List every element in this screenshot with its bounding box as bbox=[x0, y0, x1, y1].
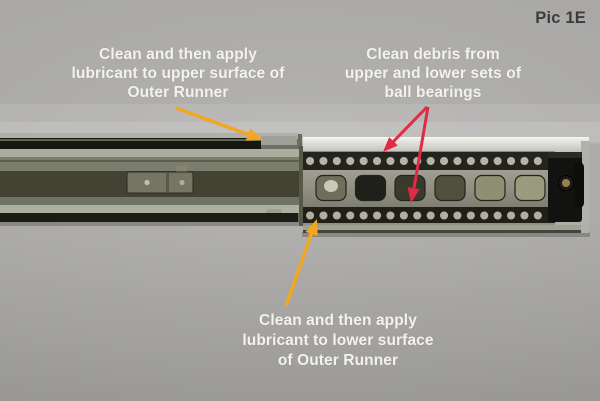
annotation-line: Clean and then apply bbox=[99, 46, 257, 63]
lower-runner-annotation: Clean and then apply lubricant to lower … bbox=[216, 311, 460, 371]
annotation-line: Outer Runner bbox=[127, 84, 229, 101]
annotation-line: lubricant to lower surface bbox=[242, 332, 434, 349]
upper-runner-arrow-icon bbox=[175, 106, 263, 141]
annotation-line: of Outer Runner bbox=[277, 352, 399, 369]
upper-runner-annotation: Clean and then apply lubricant to upper … bbox=[56, 45, 300, 102]
annotation-line: Clean and then apply bbox=[259, 312, 417, 329]
annotation-line: upper and lower sets of bbox=[344, 65, 522, 82]
annotation-line: lubricant to upper surface of bbox=[71, 65, 285, 82]
end-cap bbox=[548, 152, 584, 222]
annotation-line: Clean debris from bbox=[366, 46, 500, 63]
picture-label: Pic 1E bbox=[535, 9, 586, 27]
lower-bearings-arrow-icon bbox=[407, 106, 430, 203]
annotation-line: ball bearings bbox=[384, 84, 482, 101]
lower-runner-arrow-icon bbox=[284, 219, 318, 307]
outer-runner-section bbox=[299, 137, 590, 237]
ball-bearings-annotation: Clean debris from upper and lower sets o… bbox=[324, 45, 542, 102]
upper-bearings-arrow-icon bbox=[383, 105, 429, 152]
inner-runner-section bbox=[0, 133, 302, 226]
